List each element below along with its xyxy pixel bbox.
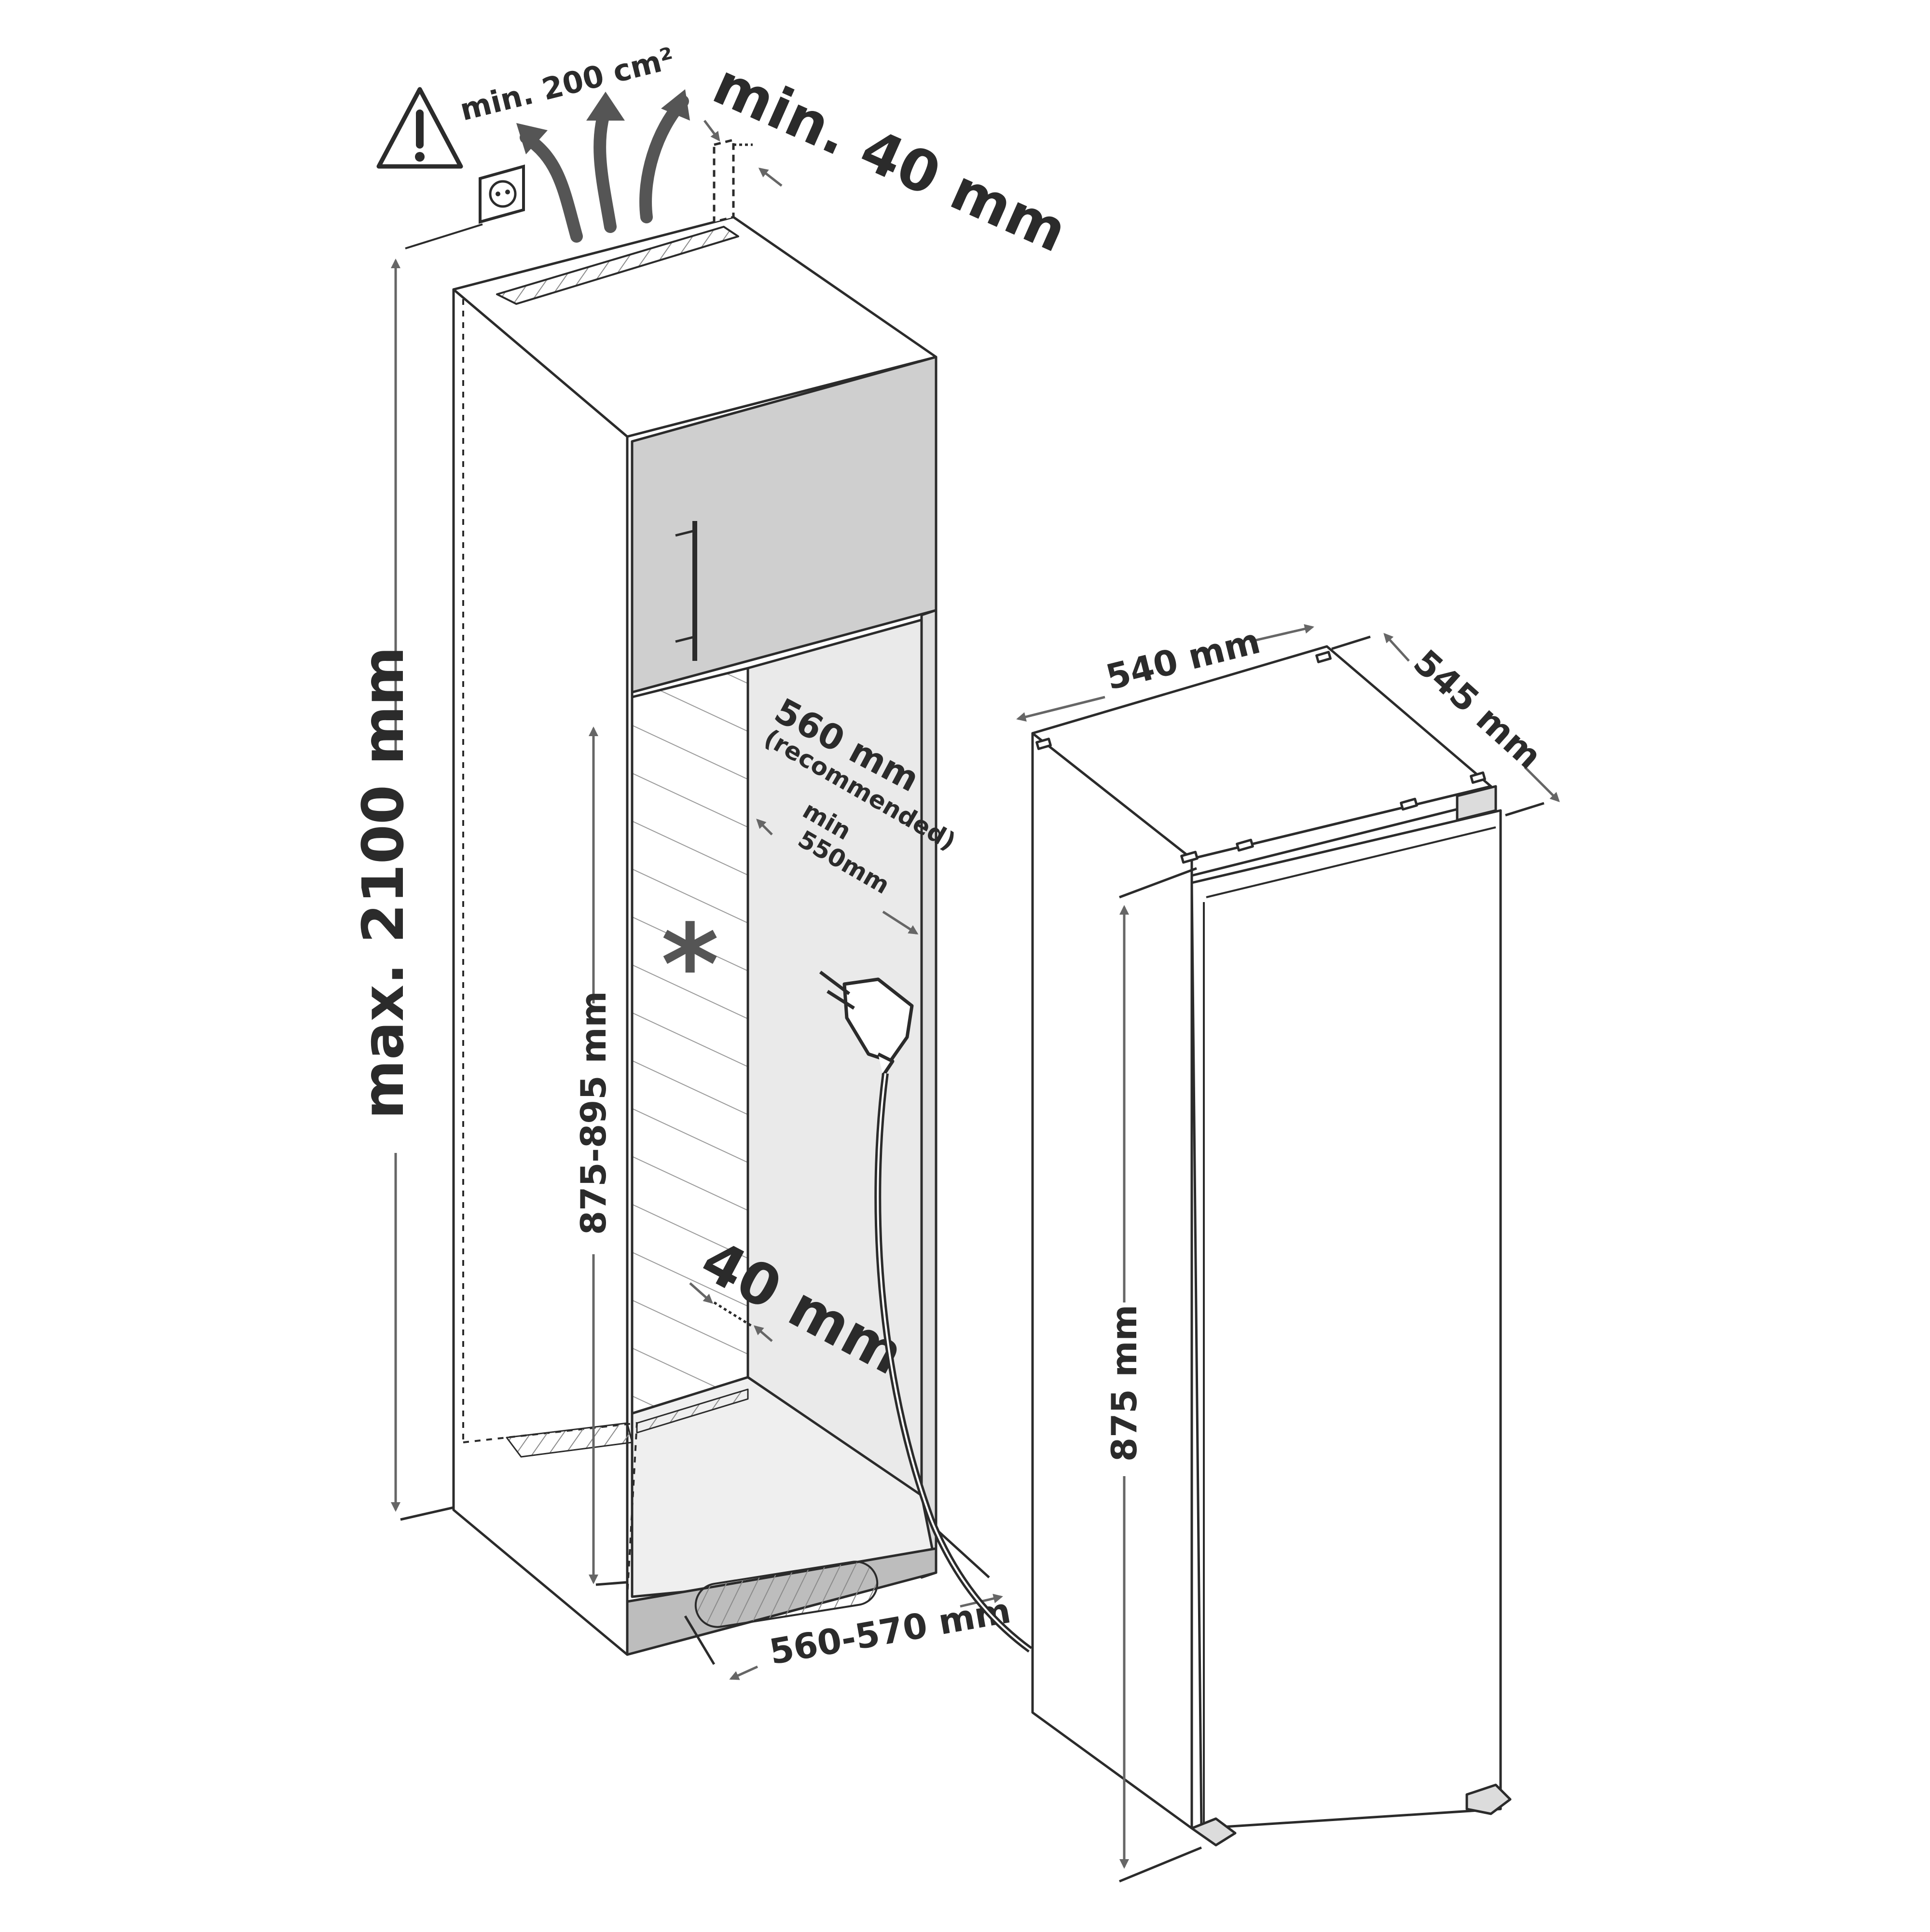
cabinet-back-wall-top (713, 138, 735, 223)
bottom-ventilation-slot (636, 1388, 749, 1434)
door-handle (675, 521, 697, 661)
asterisk-mark: * (661, 901, 719, 1030)
plinth-ventilation-grille (694, 1561, 879, 1628)
appliance-depth-dimension (1383, 633, 1410, 662)
floor-rear-vent (506, 1422, 633, 1458)
top-gap-label: min. 40 mm (704, 51, 1077, 265)
fridge-front-door (1190, 809, 1502, 1830)
warning-triangle-icon (376, 87, 463, 169)
wall-reference-line (405, 223, 483, 249)
fridge-foot-right (1465, 1783, 1512, 1815)
niche-height-label: 875-895 mm (573, 991, 614, 1235)
top-ventilation-slot (496, 226, 739, 305)
top-hinge (1456, 785, 1497, 822)
appliance-height-label: 875 mm (1104, 1305, 1144, 1462)
fridge-left-side (1031, 732, 1193, 1830)
min-depth-dimension (756, 819, 773, 836)
airflow-arrowheads (516, 89, 690, 154)
airflow-arrow-icon (520, 95, 689, 243)
appliance-width-dimension (1016, 696, 1105, 722)
refrigerator-appliance (1031, 645, 1512, 1847)
niche-right-side (920, 609, 937, 1579)
power-plug-icon (819, 971, 914, 1077)
kitchen-cabinet (452, 138, 937, 1656)
max-height-label: max. 2100 mm (350, 646, 416, 1119)
vent-area-label: min. 200 cm² (456, 41, 678, 128)
dimension-lines-cabinet (391, 120, 1003, 1680)
niche-width-dimension (729, 1665, 758, 1680)
power-socket-icon (479, 164, 525, 224)
fridge-foot-front (1190, 1817, 1237, 1847)
dimension-lines-appliance (1016, 624, 1560, 1883)
